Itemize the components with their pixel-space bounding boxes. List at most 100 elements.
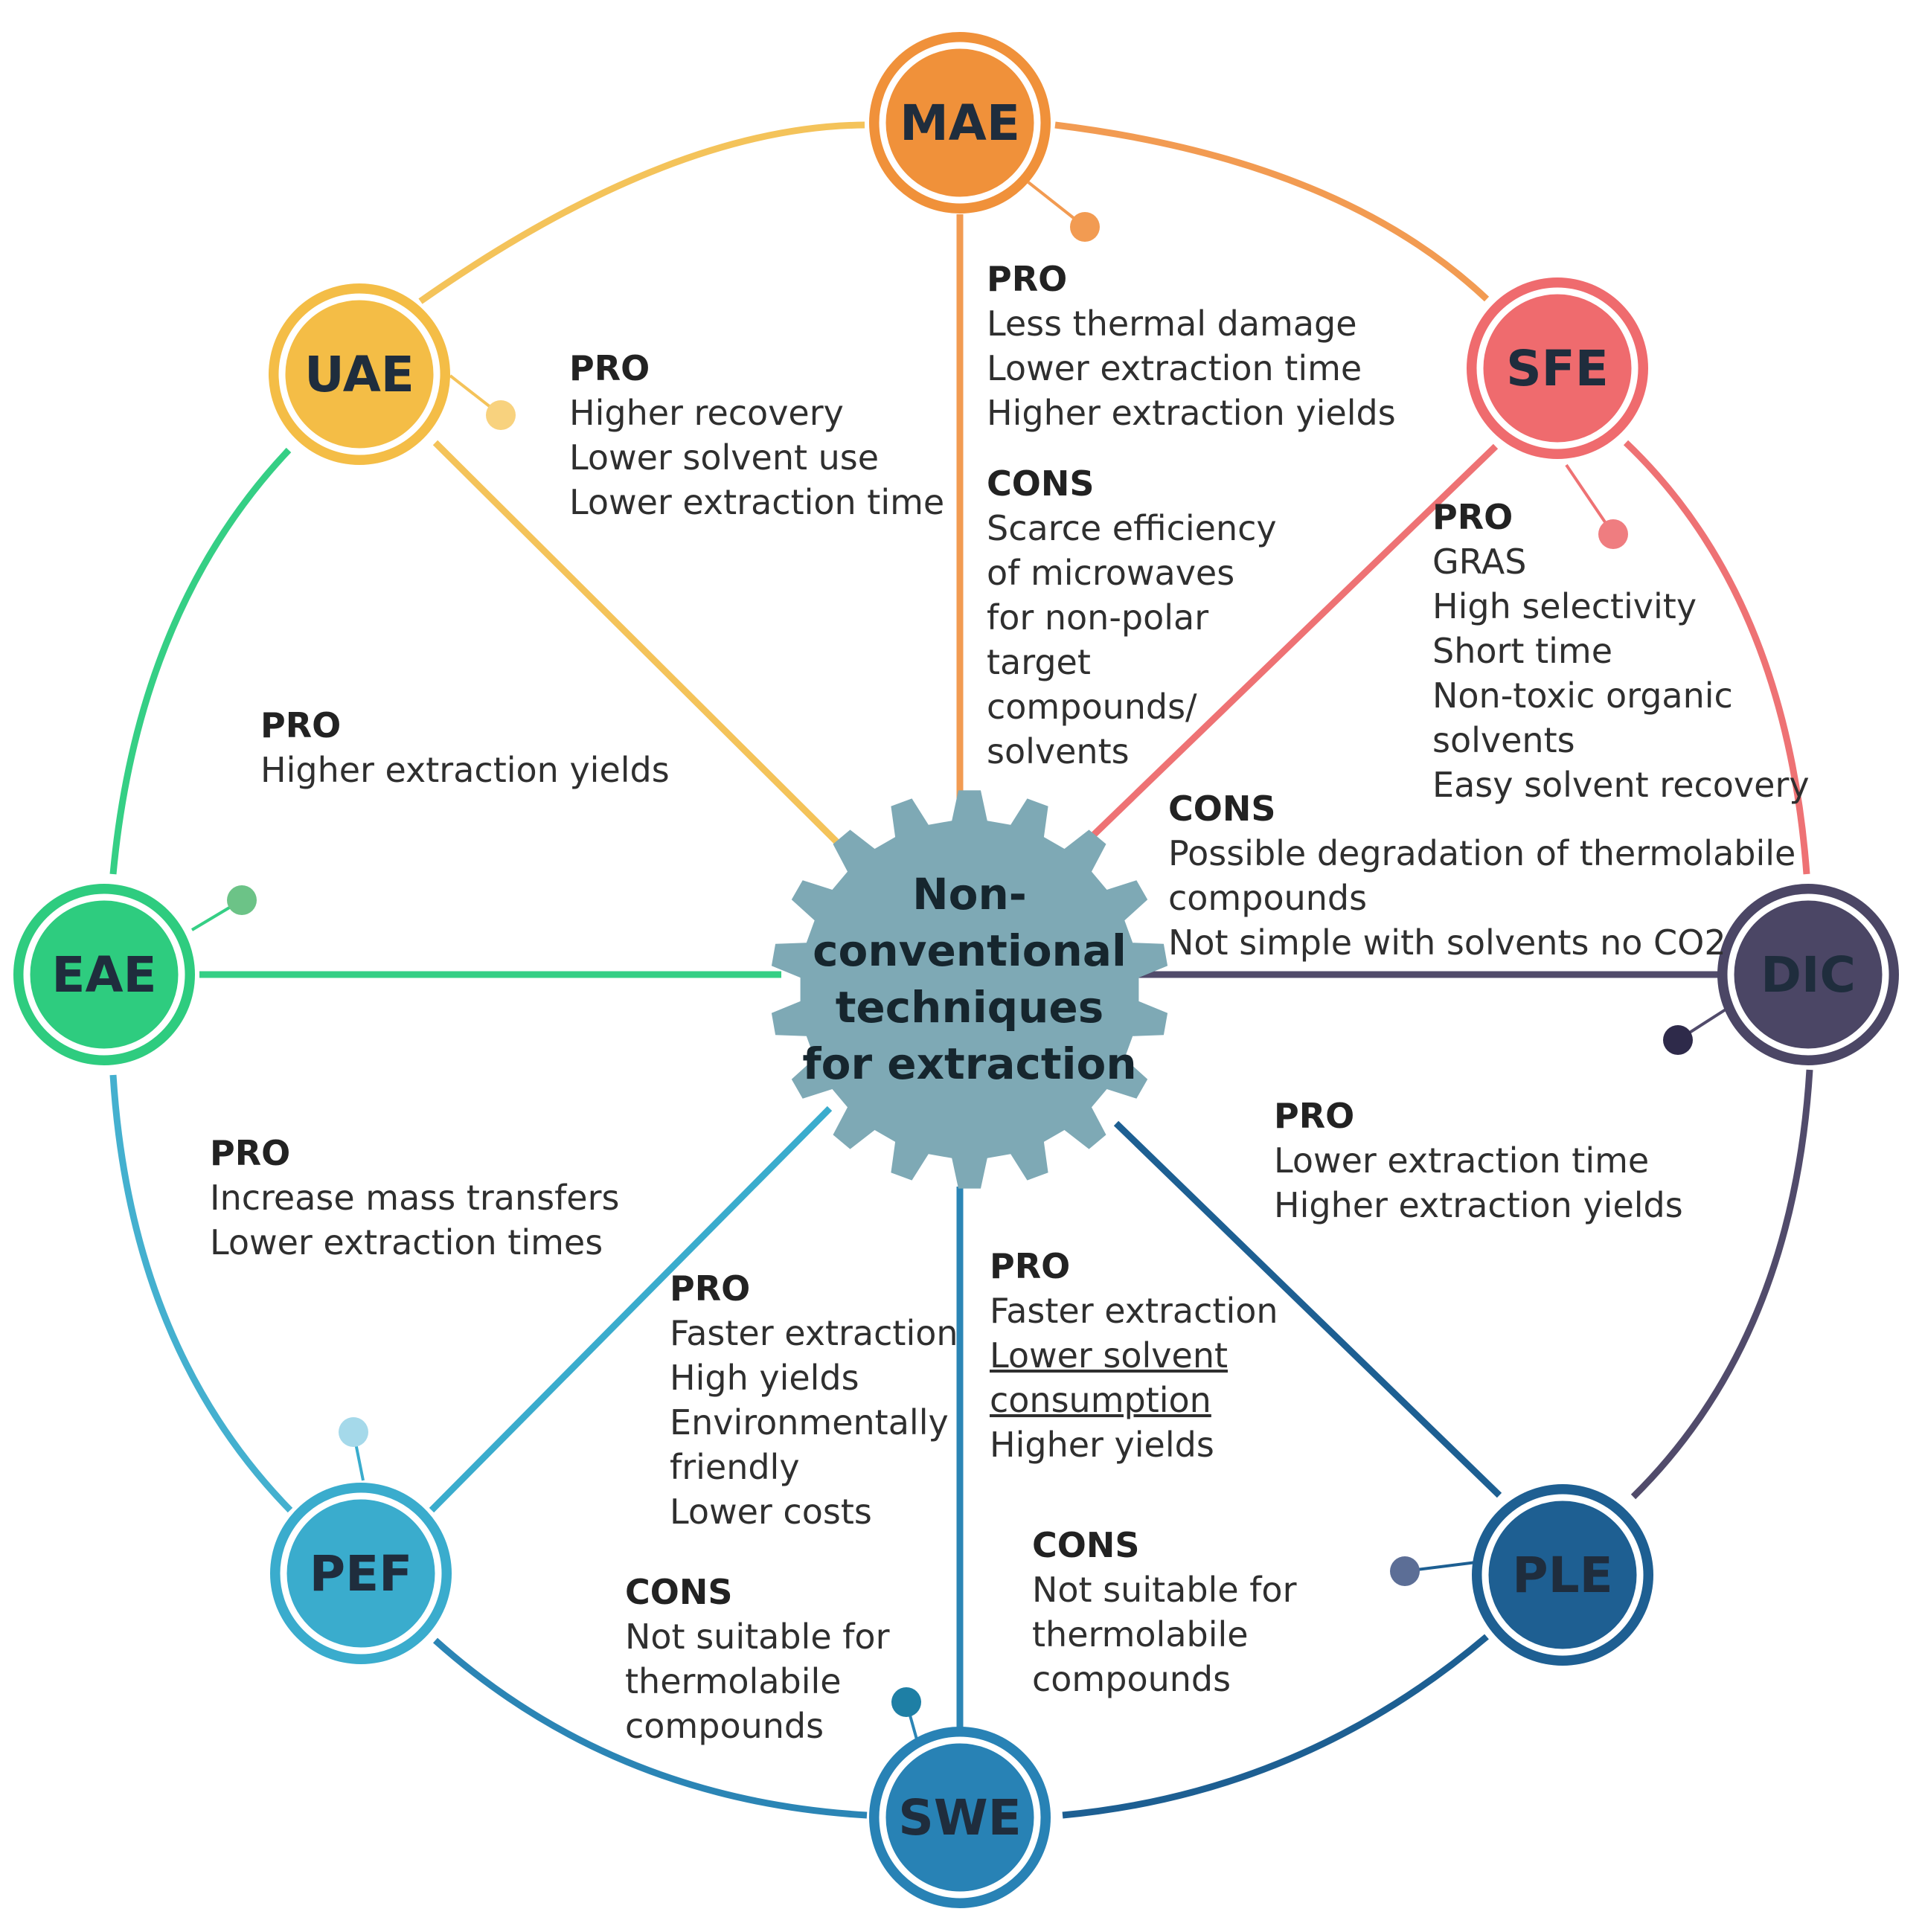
spoke-sfe — [1091, 443, 1499, 838]
ple-pro-block: PRO Faster extraction Lower solvent cons… — [990, 1244, 1278, 1467]
node-swe: SWE — [869, 1727, 1051, 1908]
ple-pro-heading: PRO — [990, 1246, 1071, 1286]
dic-pro-block: PRO Lower extraction time Higher extract… — [1274, 1094, 1683, 1227]
uae-pro-block: PRO Higher recovery Lower solvent use Lo… — [569, 346, 944, 524]
eae-pro-line: Higher extraction yields — [260, 750, 670, 790]
dic-pro-heading: PRO — [1274, 1096, 1355, 1136]
dot-sfe — [1598, 519, 1628, 549]
mae-cons-line: for non-polar — [987, 597, 1209, 638]
pef-pro-line: Increase mass transfers — [210, 1178, 620, 1218]
center-title-line-3: techniques — [836, 982, 1104, 1033]
node-sfe-label: SFE — [1506, 340, 1609, 397]
center-gear: Non- conventional techniques for extract… — [771, 790, 1168, 1189]
sfe-pro-line: Non-toxic organic — [1432, 675, 1733, 716]
node-pef-label: PEF — [310, 1545, 413, 1602]
connector-dots — [190, 181, 1735, 1740]
ring-arc-pef-eae — [109, 1074, 293, 1513]
uae-pro-heading: PRO — [569, 348, 650, 388]
uae-pro-line: Lower solvent use — [569, 437, 880, 478]
node-dic: DIC — [1717, 884, 1899, 1065]
uae-pro-line: Higher recovery — [569, 393, 844, 433]
swe-pro-line: Environmentally — [670, 1402, 949, 1442]
ring-arc-swe-pef — [432, 1637, 868, 1819]
ring-arc-mae-sfe — [1054, 121, 1490, 302]
node-sfe: SFE — [1467, 277, 1648, 459]
sfe-pro-line: solvents — [1432, 720, 1575, 760]
sfe-cons-line: Not simple with solvents no CO2 — [1168, 922, 1726, 963]
sfe-pro-block: PRO GRAS High selectivity Short time Non… — [1432, 495, 1810, 807]
pef-pro-line: Lower extraction times — [210, 1222, 603, 1262]
ring-arc-uae-mae — [418, 121, 865, 304]
sfe-pro-line: High selectivity — [1432, 586, 1697, 626]
ple-pro-line: Higher yields — [990, 1425, 1214, 1465]
node-eae: EAE — [13, 884, 195, 1065]
eae-pro-block: PRO Higher extraction yields — [260, 703, 670, 792]
sfe-pro-heading: PRO — [1432, 497, 1513, 537]
pef-pro-block: PRO Increase mass transfers Lower extrac… — [210, 1131, 619, 1265]
ple-cons-line: compounds — [1032, 1659, 1231, 1699]
swe-pro-line: High yields — [670, 1358, 859, 1398]
sfe-pro-line: Short time — [1432, 631, 1612, 671]
sfe-pro-line: GRAS — [1432, 542, 1527, 582]
mae-cons-line: of microwaves — [987, 553, 1235, 593]
node-eae-label: EAE — [51, 946, 156, 1004]
swe-cons-block: CONS Not suitable for thermolabile compo… — [625, 1570, 890, 1748]
ple-pro-line-underlined: Lower solvent — [990, 1335, 1229, 1376]
swe-pro-line: friendly — [670, 1447, 800, 1487]
dot-mae — [1070, 212, 1100, 242]
dot-eae — [227, 885, 257, 915]
swe-pro-block: PRO Faster extraction High yields Enviro… — [670, 1266, 958, 1534]
mae-cons-line: target — [987, 642, 1091, 682]
dot-swe — [891, 1687, 921, 1717]
spoke-ple — [1113, 1120, 1502, 1498]
center-title-line-4: for extraction — [802, 1039, 1136, 1089]
dot-ple — [1390, 1556, 1420, 1586]
mae-pro-line: Lower extraction time — [987, 348, 1362, 388]
sfe-cons-line: compounds — [1168, 878, 1368, 918]
mae-pro-line: Less thermal damage — [987, 304, 1357, 344]
node-uae-label: UAE — [304, 346, 414, 403]
node-ple: PLE — [1472, 1484, 1653, 1666]
mae-cons-heading: CONS — [987, 463, 1095, 504]
ring-arc-eae-uae — [109, 447, 292, 875]
swe-pro-heading: PRO — [670, 1268, 751, 1309]
sfe-cons-heading: CONS — [1168, 789, 1276, 829]
swe-pro-line: Faster extraction — [670, 1313, 958, 1353]
node-uae: UAE — [269, 283, 450, 465]
sfe-cons-block: CONS Possible degradation of thermolabil… — [1168, 786, 1796, 965]
mae-cons-block: CONS Scarce efficiency of microwaves for… — [987, 461, 1277, 774]
swe-cons-line: compounds — [625, 1706, 824, 1746]
center-title-line-1: Non- — [912, 869, 1027, 920]
swe-pro-line: Lower costs — [670, 1492, 872, 1532]
dot-uae — [486, 400, 516, 430]
node-dic-label: DIC — [1761, 946, 1856, 1004]
mae-pro-line: Higher extraction yields — [987, 393, 1396, 433]
swe-cons-line: Not suitable for — [625, 1617, 890, 1657]
swe-cons-line: thermolabile — [625, 1661, 842, 1701]
center-title-line-2: conventional — [813, 925, 1127, 976]
node-pef: PEF — [270, 1483, 452, 1664]
eae-pro-heading: PRO — [260, 705, 342, 745]
mae-cons-line: Scarce efficiency — [987, 508, 1277, 548]
sfe-cons-line: Possible degradation of thermolabile — [1168, 833, 1796, 873]
node-swe-label: SWE — [898, 1789, 1021, 1846]
ring-arc-ple-swe — [1062, 1634, 1489, 1819]
node-ple-label: PLE — [1512, 1547, 1613, 1604]
ple-cons-heading: CONS — [1032, 1525, 1140, 1565]
ple-pro-line-underlined: consumption — [990, 1380, 1211, 1420]
mae-pro-block: PRO Less thermal damage Lower extraction… — [987, 257, 1396, 435]
spoke-pef — [429, 1105, 833, 1513]
ring-arc-sfe-dic — [1623, 440, 1810, 875]
pef-pro-heading: PRO — [210, 1133, 291, 1173]
spoke-uae — [432, 440, 870, 875]
sfe-pro-line: Easy solvent recovery — [1432, 765, 1810, 805]
swe-cons-heading: CONS — [625, 1572, 733, 1612]
dic-pro-line: Lower extraction time — [1274, 1140, 1650, 1181]
ring-arc-dic-ple — [1630, 1069, 1813, 1500]
mae-cons-line: compounds/ — [987, 687, 1197, 727]
ple-pro-line: Faster extraction — [990, 1291, 1278, 1331]
node-mae-label: MAE — [900, 94, 1020, 152]
ple-cons-line: Not suitable for — [1032, 1570, 1297, 1610]
dic-pro-line: Higher extraction yields — [1274, 1185, 1683, 1225]
